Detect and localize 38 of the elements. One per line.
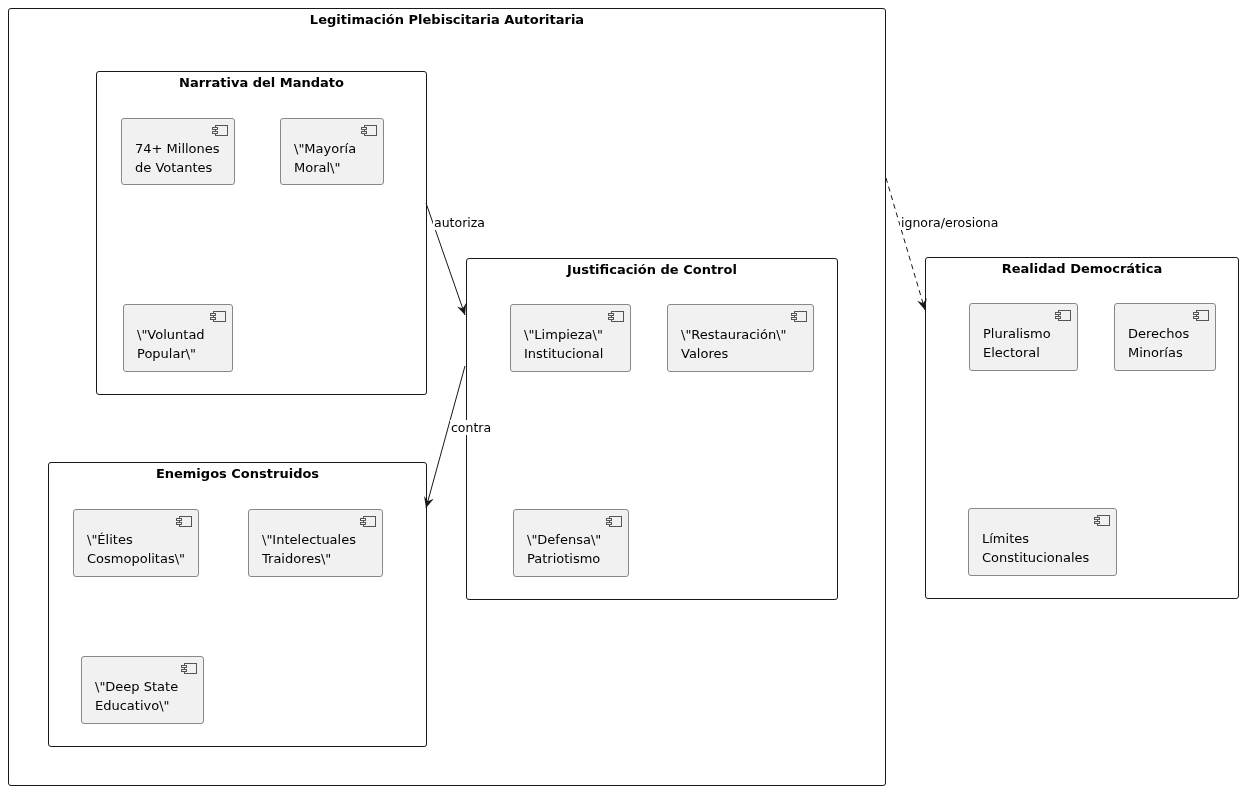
component-label: \"Defensa\" Patriotismo: [527, 531, 603, 568]
component-label: \"Intelectuales Traidores\": [262, 531, 357, 568]
component-label: \"Deep State Educativo\": [95, 678, 180, 715]
component-label: Pluralismo Electoral: [983, 325, 1052, 362]
package-frame: [8, 8, 886, 786]
component-box: [968, 508, 1117, 576]
component-box: [81, 656, 204, 724]
component-box: [667, 304, 814, 372]
package-title: Realidad Democrática: [1001, 261, 1163, 276]
edge-label: ignora/erosiona: [900, 215, 1000, 230]
component-label: \"Restauración\" Valores: [681, 326, 788, 363]
package-frame: [96, 71, 427, 395]
edge-label: contra: [450, 420, 493, 435]
component-label: Derechos Minorías: [1128, 325, 1191, 362]
package-frame: [925, 257, 1239, 599]
component-box: [513, 509, 629, 577]
component-box: [280, 118, 384, 185]
arrow: [424, 365, 466, 509]
package-title: Narrativa del Mandato: [179, 75, 344, 90]
package-title: Justificación de Control: [567, 262, 737, 277]
component-box: [248, 509, 383, 577]
component-label: \"Mayoría Moral\": [294, 140, 358, 177]
component-label: Límites Constitucionales: [982, 530, 1091, 567]
dashed-arrow: [885, 177, 927, 311]
package-title: Enemigos Construidos: [155, 466, 320, 481]
component-label: \"Élites Cosmopolitas\": [87, 531, 187, 568]
package-frame: [48, 462, 427, 747]
component-box: [123, 304, 233, 372]
edge-label: autoriza: [433, 215, 486, 230]
component-label: \"Limpieza\" Institucional: [524, 326, 605, 363]
component-box: [969, 303, 1078, 371]
component-box: [73, 509, 199, 577]
component-box: [510, 304, 631, 372]
component-box: [121, 118, 235, 185]
package-title: Legitimación Plebiscitaria Autoritaria: [309, 12, 585, 27]
component-label: \"Voluntad Popular\": [137, 326, 206, 363]
component-box: [1114, 303, 1216, 371]
component-label: 74+ Millones de Votantes: [135, 140, 221, 177]
